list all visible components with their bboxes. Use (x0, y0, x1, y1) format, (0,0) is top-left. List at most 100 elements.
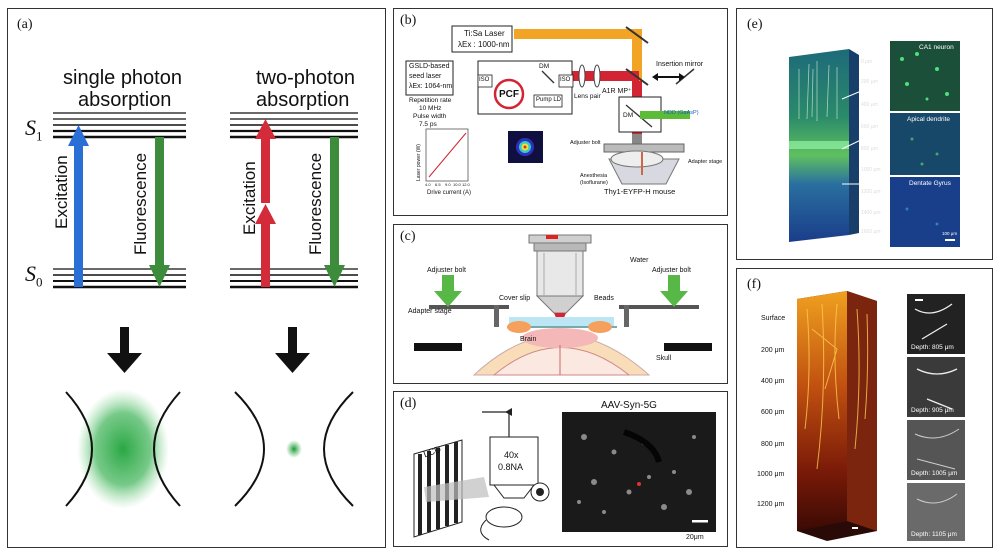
panel-f-label: (f) (747, 277, 761, 292)
two-photon-title-line1: two-photon (256, 67, 355, 89)
surface-label: Surface (761, 315, 786, 322)
plot-xtick-3: 10.0 (453, 182, 461, 187)
plot-xtick-2: 9.0 (445, 182, 451, 187)
objective-na: 0.8NA (498, 462, 524, 472)
two-focus-spot (234, 391, 354, 507)
depth-e-7: 1400 μm (861, 210, 881, 216)
single-photon-title-line2: absorption (78, 89, 172, 111)
adapter-stage-label: Adapter stage (688, 159, 723, 165)
seed-line1: GSLD-based (409, 63, 450, 70)
depth-f-0: 200 μm (761, 347, 785, 354)
vasculature-3d-stack (797, 291, 965, 541)
panel-a-label: (a) (17, 17, 33, 32)
seed-line2: seed laser (409, 73, 442, 80)
objective-mag: 40x (504, 450, 519, 460)
image-scale: 20μm (686, 534, 704, 541)
depth-f-3: 800 μm (761, 441, 785, 448)
ndd-label: NDD (GaAsP) (664, 110, 699, 116)
plot-xtick-1: 6.5 (435, 182, 441, 187)
panel-b-label: (b) (400, 13, 417, 28)
water-label: Water (630, 257, 649, 264)
pump-label: Pump LD (536, 97, 562, 103)
inset-e-scale: 100 μm (942, 231, 958, 236)
two-excitation-arrow-lower (255, 204, 276, 287)
single-fluorescence-label: Fluorescence (131, 152, 150, 255)
single-fluorescence-arrow (149, 137, 170, 287)
inset-f-905: Depth: 905 μm (911, 407, 954, 414)
cover-slip-label: Cover slip (499, 295, 531, 302)
param-line4: 7.5 ps (419, 121, 437, 128)
depth-e-3: 600 μm (861, 124, 878, 130)
image-title: AAV-Syn-5G (601, 400, 657, 411)
inset-f-1005: Depth: 1005 μm (911, 470, 958, 477)
plot-xtick-4: 12.0 (462, 182, 470, 187)
panel-b: (b) (393, 8, 728, 216)
depth-f-2: 600 μm (761, 409, 785, 416)
inset-e-ca1: CA1 neuron (919, 44, 954, 51)
anesthesia-line2: (Isoflurane) (580, 180, 608, 186)
skull-label: Skull (656, 355, 672, 362)
insertion-mirror-label: Insertion mirror (656, 61, 704, 68)
panel-d: (d) LCD 40x 0.8 (393, 391, 728, 547)
hippocampus-3d-stack (789, 41, 960, 247)
depth-e-6: 1200 μm (861, 189, 881, 195)
param-line1: Repetition rate (409, 97, 452, 104)
two-photon-title-line2: absorption (256, 89, 350, 111)
plot-ylabel: Laser power (W) (416, 144, 422, 181)
depth-f-5: 1200 μm (757, 501, 785, 508)
single-photon-title-line1: single photon (63, 67, 182, 89)
two-excitation-label: Excitation (240, 161, 259, 235)
setup-diagram (405, 25, 695, 185)
a1r-label: A1R MP⁺ (602, 88, 632, 95)
mouse-label: Thy1-EYFP-H mouse (604, 187, 676, 196)
two-s1-levels (230, 112, 358, 139)
panel-c: (c) Water Adjuster bolt Adjuster (393, 224, 728, 384)
adjuster-bolt-label: Adjuster bolt (570, 140, 601, 146)
two-down-arrow (275, 327, 310, 373)
brain-label: Brain (520, 336, 537, 343)
plot-xtick-0: 4.0 (425, 182, 431, 187)
tisa-lambda: λEx : 1000-nm (458, 40, 510, 49)
laser-power-curve (428, 132, 467, 178)
lens-pair-label: Lens pair (574, 93, 601, 100)
plot-xlabel: Drive current (A) (427, 190, 472, 196)
depth-e-4: 800 μm (861, 146, 878, 152)
iso2-label: ISO (560, 77, 571, 83)
adjuster-right-label: Adjuster bolt (652, 267, 691, 274)
inset-e-apical: Apical dendrite (907, 116, 950, 123)
depth-e-8: 1600 μm (861, 229, 881, 235)
panel-d-label: (d) (400, 396, 417, 411)
anesthesia-line1: Anesthesia (580, 173, 608, 179)
single-excitation-arrow (68, 125, 89, 287)
panel-c-label: (c) (400, 229, 416, 244)
tisa-label: Ti:Sa Laser (464, 29, 505, 38)
single-s1-levels (53, 112, 186, 139)
panel-f: (f) (736, 268, 993, 548)
visual-stimulus-diagram (413, 408, 716, 541)
panel-e-label: (e) (747, 17, 763, 32)
two-excitation-arrow-upper (255, 119, 276, 203)
depth-e-0: 0 μm (861, 59, 873, 65)
single-down-arrow (107, 327, 142, 373)
single-excitation-label: Excitation (52, 155, 71, 229)
depth-e-5: 1000 μm (861, 167, 881, 173)
s1-label: S1 (25, 115, 43, 144)
adapter-stage-label-c: Adapter stage (408, 308, 452, 315)
single-focus-glow (65, 389, 181, 509)
depth-f-4: 1000 μm (757, 471, 785, 478)
inset-f-1105: Depth: 1105 μm (911, 531, 957, 538)
depth-f-1: 400 μm (761, 378, 785, 385)
beads-label: Beads (594, 295, 614, 302)
depth-e-1: 200 μm (861, 79, 878, 85)
two-fluorescence-label: Fluorescence (306, 152, 325, 255)
dm2-label: DM (623, 112, 634, 119)
dm1-label: DM (539, 63, 550, 70)
depth-e-2: 400 μm (861, 102, 878, 108)
jablonski-diagram (53, 112, 358, 509)
cranial-window-diagram (414, 234, 712, 376)
s0-label: S0 (25, 261, 43, 290)
iso1-label: ISO (479, 77, 490, 83)
panel-a: (a) single photon absorption two-photon … (7, 8, 386, 548)
param-line2: 10 MHz (419, 105, 442, 112)
inset-f-805: Depth: 805 μm (911, 344, 954, 351)
